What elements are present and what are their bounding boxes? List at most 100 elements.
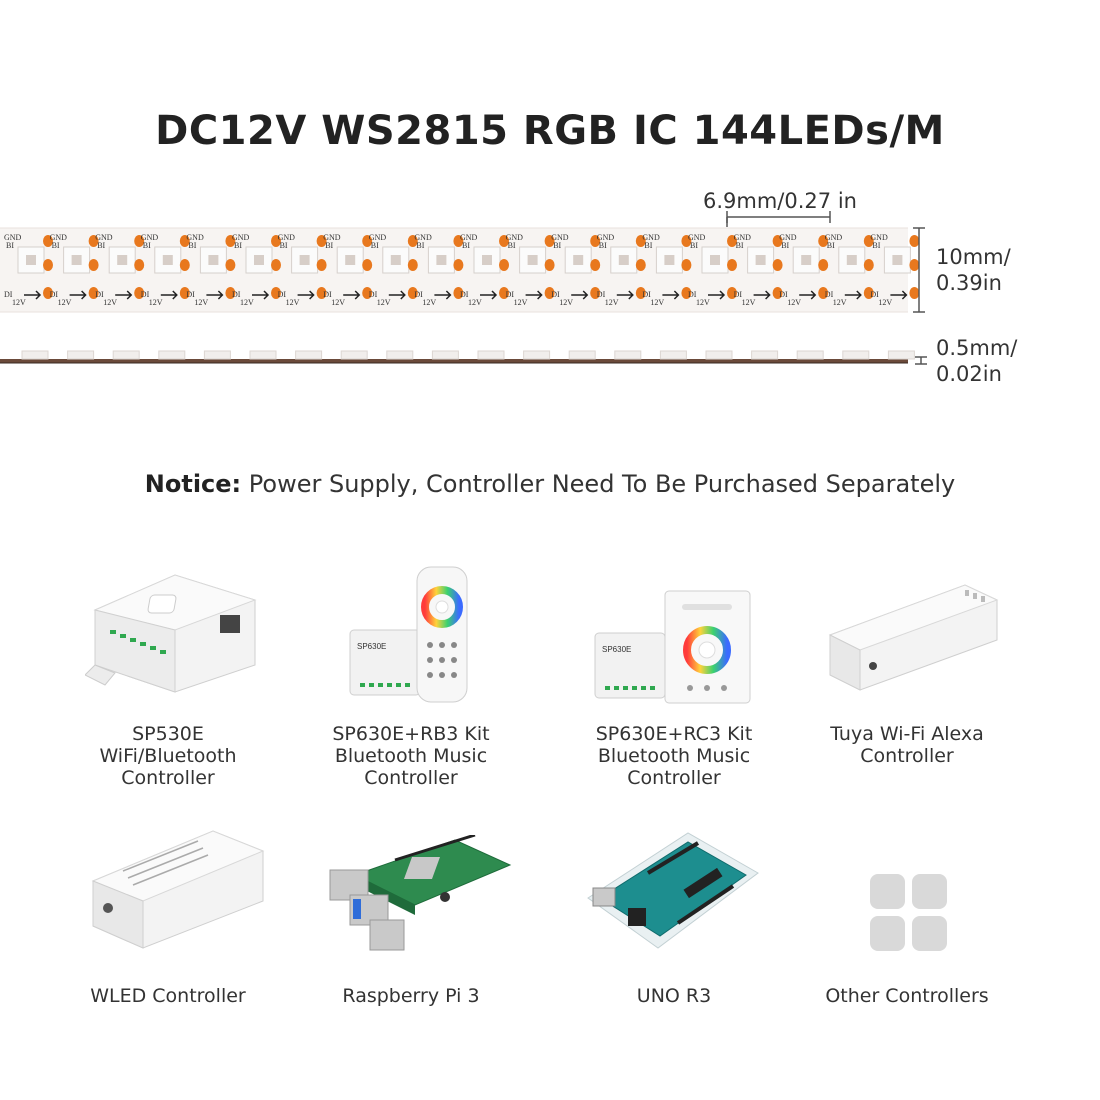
pad-label-bi: BI xyxy=(827,241,835,250)
led-pad xyxy=(772,235,783,247)
pad-label-gnd: GND xyxy=(369,233,387,242)
pad-label-bi: BI xyxy=(690,241,698,250)
led-pad xyxy=(43,287,53,299)
pad-label-12v: 12V xyxy=(559,298,573,307)
pad-label-12v: 12V xyxy=(787,298,801,307)
page-title: DC12V WS2815 RGB IC 144LEDs/M xyxy=(155,108,945,154)
pad-label-gnd: GND xyxy=(825,233,843,242)
led-pad xyxy=(544,287,555,299)
led-die xyxy=(390,255,401,265)
led-pad xyxy=(407,259,418,271)
pad-label-gnd: GND xyxy=(734,233,752,242)
led-pad xyxy=(590,235,601,247)
pad-label-gnd: GND xyxy=(95,233,113,242)
pad-label-bi: BI xyxy=(188,241,196,250)
pad-label-12v: 12V xyxy=(103,298,117,307)
pad-label-di: DI xyxy=(141,290,150,299)
led-pad xyxy=(453,287,464,299)
controller-label-line: SP630E+RB3 Kit xyxy=(332,723,490,745)
pad-label-12v: 12V xyxy=(833,298,847,307)
led-pad xyxy=(179,287,190,299)
led-pad xyxy=(43,259,53,271)
led-pad xyxy=(225,235,236,247)
led-side-chip xyxy=(614,350,642,360)
led-pad xyxy=(544,259,555,271)
width-label-line2: 0.39in xyxy=(936,271,1002,295)
led-pad xyxy=(453,259,464,271)
notice-text: Notice: Power Supply, Controller Need To… xyxy=(0,470,1100,498)
pad-label-di: DI xyxy=(50,290,59,299)
pitch-dimension-line xyxy=(726,211,831,223)
data-direction-arrow xyxy=(252,290,270,300)
led-pad xyxy=(271,287,281,299)
led-die xyxy=(527,255,538,265)
data-direction-arrow xyxy=(343,290,361,300)
pad-label-12v: 12V xyxy=(331,298,345,307)
led-side-chip xyxy=(158,350,186,360)
data-direction-arrow xyxy=(480,290,498,300)
led-pad xyxy=(134,235,145,247)
data-direction-arrow xyxy=(662,290,680,300)
pad-label-12v: 12V xyxy=(514,298,528,307)
led-pad xyxy=(727,235,737,247)
led-pad xyxy=(362,259,373,271)
pad-label-gnd: GND xyxy=(232,233,250,242)
led-pad xyxy=(316,235,327,247)
led-die xyxy=(254,255,264,265)
pad-label-bi: BI xyxy=(280,241,288,250)
pad-label-12v: 12V xyxy=(422,298,436,307)
led-pad xyxy=(909,287,920,299)
pad-label-di: DI xyxy=(414,290,423,299)
led-pad xyxy=(635,235,646,247)
pad-label-di: DI xyxy=(551,290,560,299)
remote-kit-icon: SP630E xyxy=(349,566,468,703)
data-direction-arrow xyxy=(434,290,452,300)
pad-label-di: DI xyxy=(506,290,515,299)
controller-label-line: UNO R3 xyxy=(636,985,712,1007)
data-direction-arrow xyxy=(890,290,908,300)
pad-label-gnd: GND xyxy=(779,233,797,242)
led-side-chip xyxy=(523,350,551,360)
data-direction-arrow xyxy=(388,290,406,300)
arduino-board-icon xyxy=(587,832,759,949)
controller-label-other: Other Controllers xyxy=(777,985,1037,1007)
pad-label-di: DI xyxy=(779,290,788,299)
pad-label-gnd: GND xyxy=(186,233,204,242)
controller-label-line: Controller xyxy=(627,767,721,789)
controller-label-uno-r3: UNO R3 xyxy=(544,985,804,1007)
thickness-label-line1: 0.5mm/ xyxy=(936,336,1018,360)
pad-label-gnd: GND xyxy=(323,233,341,242)
pad-label-di: DI xyxy=(278,290,287,299)
controller-box-icon xyxy=(85,574,257,693)
pad-label-bi: BI xyxy=(371,241,379,250)
led-side-chip xyxy=(751,350,779,360)
pad-label-12v: 12V xyxy=(58,298,72,307)
led-side-chip xyxy=(112,350,140,360)
pad-label-bi: BI xyxy=(97,241,105,250)
pad-label-di: DI xyxy=(95,290,104,299)
pad-label-gnd: GND xyxy=(141,233,159,242)
led-pad xyxy=(499,287,509,299)
led-pad xyxy=(499,259,509,271)
led-side-chip xyxy=(67,350,95,360)
pad-label-bi: BI xyxy=(462,241,470,250)
led-pad xyxy=(316,259,327,271)
wall-panel-kit-icon: SP630E xyxy=(594,590,751,704)
pad-label-bi: BI xyxy=(143,241,151,250)
pad-label-12v: 12V xyxy=(149,298,163,307)
controller-label-line: SP630E+RC3 Kit xyxy=(595,723,753,745)
pad-label-12v: 12V xyxy=(468,298,482,307)
led-pad xyxy=(407,287,418,299)
led-side-chip xyxy=(705,350,733,360)
pad-label-gnd: GND xyxy=(506,233,524,242)
svg-text:SP630E: SP630E xyxy=(602,645,631,654)
controller-label-raspberry-pi: Raspberry Pi 3 xyxy=(281,985,541,1007)
pad-label-12v: 12V xyxy=(742,298,756,307)
led-die xyxy=(117,255,128,265)
led-strip-diagram: GNDBIDI12VGNDBIDI12VGNDBIDI12VGNDBIDI12V… xyxy=(0,211,927,365)
led-pad xyxy=(681,235,692,247)
led-die xyxy=(846,255,857,265)
led-pad xyxy=(225,287,236,299)
svg-text:SP630E: SP630E xyxy=(357,642,386,651)
